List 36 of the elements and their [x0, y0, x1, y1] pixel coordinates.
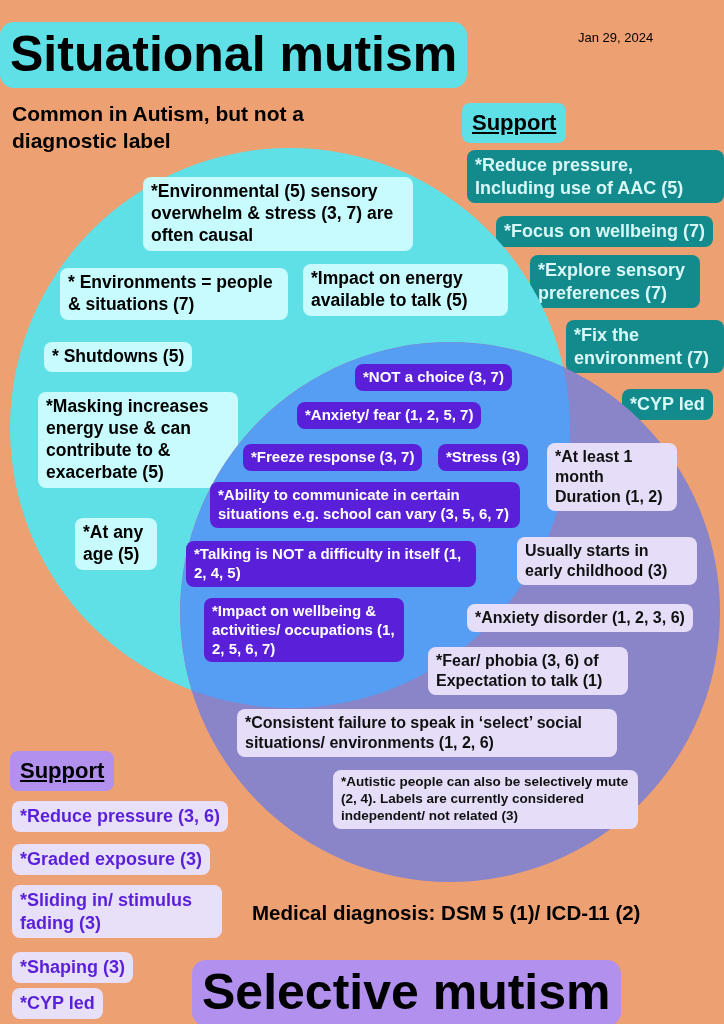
support-card: *Graded exposure (3) — [12, 844, 211, 875]
fact-card: *Impact on wellbeing & activities/ occupations (1, 2, 5, 6, 7) — [204, 598, 404, 663]
support-heading: Support — [462, 103, 567, 143]
fact-card: *Environmental (5) sensory overwhelm & stress (3, 7) are often causal — [143, 177, 413, 251]
fact-card: *Masking increases energy use & can contribute to & exacerbate (5) — [38, 392, 238, 488]
fact-card: *At least 1 month Duration (1, 2) — [547, 443, 677, 511]
date-text: Jan 29, 2024 — [578, 30, 654, 47]
support-card: *Reduce pressure, Including use of AAC (5) — [467, 150, 724, 203]
fact-card: *Stress (3) — [438, 444, 529, 471]
fact-card: *Freeze response (3, 7) — [243, 444, 423, 471]
fact-card: *Autistic people can also be selectively mute (2, 4). Labels are currently considered independent/ not related (3) — [333, 770, 638, 829]
fact-card: * Shutdowns (5) — [44, 342, 193, 372]
fact-card: *Fear/ phobia (3, 6) of Expectation to talk (1) — [428, 647, 628, 695]
title-banner: Situational mutism — [0, 22, 468, 88]
fact-card: *Ability to communicate in certain situations e.g. school can vary (3, 5, 6, 7) — [210, 482, 520, 528]
fact-card: *At any age (5) — [75, 518, 157, 570]
fact-card: *Impact on energy available to talk (5) — [303, 264, 508, 316]
support-card: *CYP led — [622, 389, 713, 420]
subtitle-text: Common in Autism, but not a diagnostic label — [12, 101, 306, 155]
support-card: *Fix the environment (7) — [566, 320, 724, 373]
support-card: *Reduce pressure (3, 6) — [12, 801, 229, 832]
support-card: *Shaping (3) — [12, 952, 133, 983]
fact-card: *Anxiety disorder (1, 2, 3, 6) — [467, 604, 693, 632]
fact-card: *Talking is NOT a difficulty in itself (1, 2, 4, 5) — [186, 541, 476, 587]
title-banner: Selective mutism — [192, 960, 621, 1024]
support-card: *CYP led — [12, 988, 103, 1019]
support-card: *Explore sensory preferences (7) — [530, 255, 700, 308]
fact-card: * Environments = people & situations (7) — [60, 268, 288, 320]
fact-card: *Anxiety/ fear (1, 2, 5, 7) — [297, 402, 482, 429]
fact-card: *NOT a choice (3, 7) — [355, 364, 512, 391]
support-heading: Support — [10, 751, 115, 791]
support-card: *Focus on wellbeing (7) — [496, 216, 713, 247]
support-card: *Sliding in/ stimulus fading (3) — [12, 885, 222, 938]
fact-card: Usually starts in early childhood (3) — [517, 537, 697, 585]
fact-card: *Consistent failure to speak in ‘select’ social situations/ environments (1, 2, 6) — [237, 709, 617, 757]
diagnosis-note: Medical diagnosis: DSM 5 (1)/ ICD-11 (2) — [252, 900, 641, 926]
